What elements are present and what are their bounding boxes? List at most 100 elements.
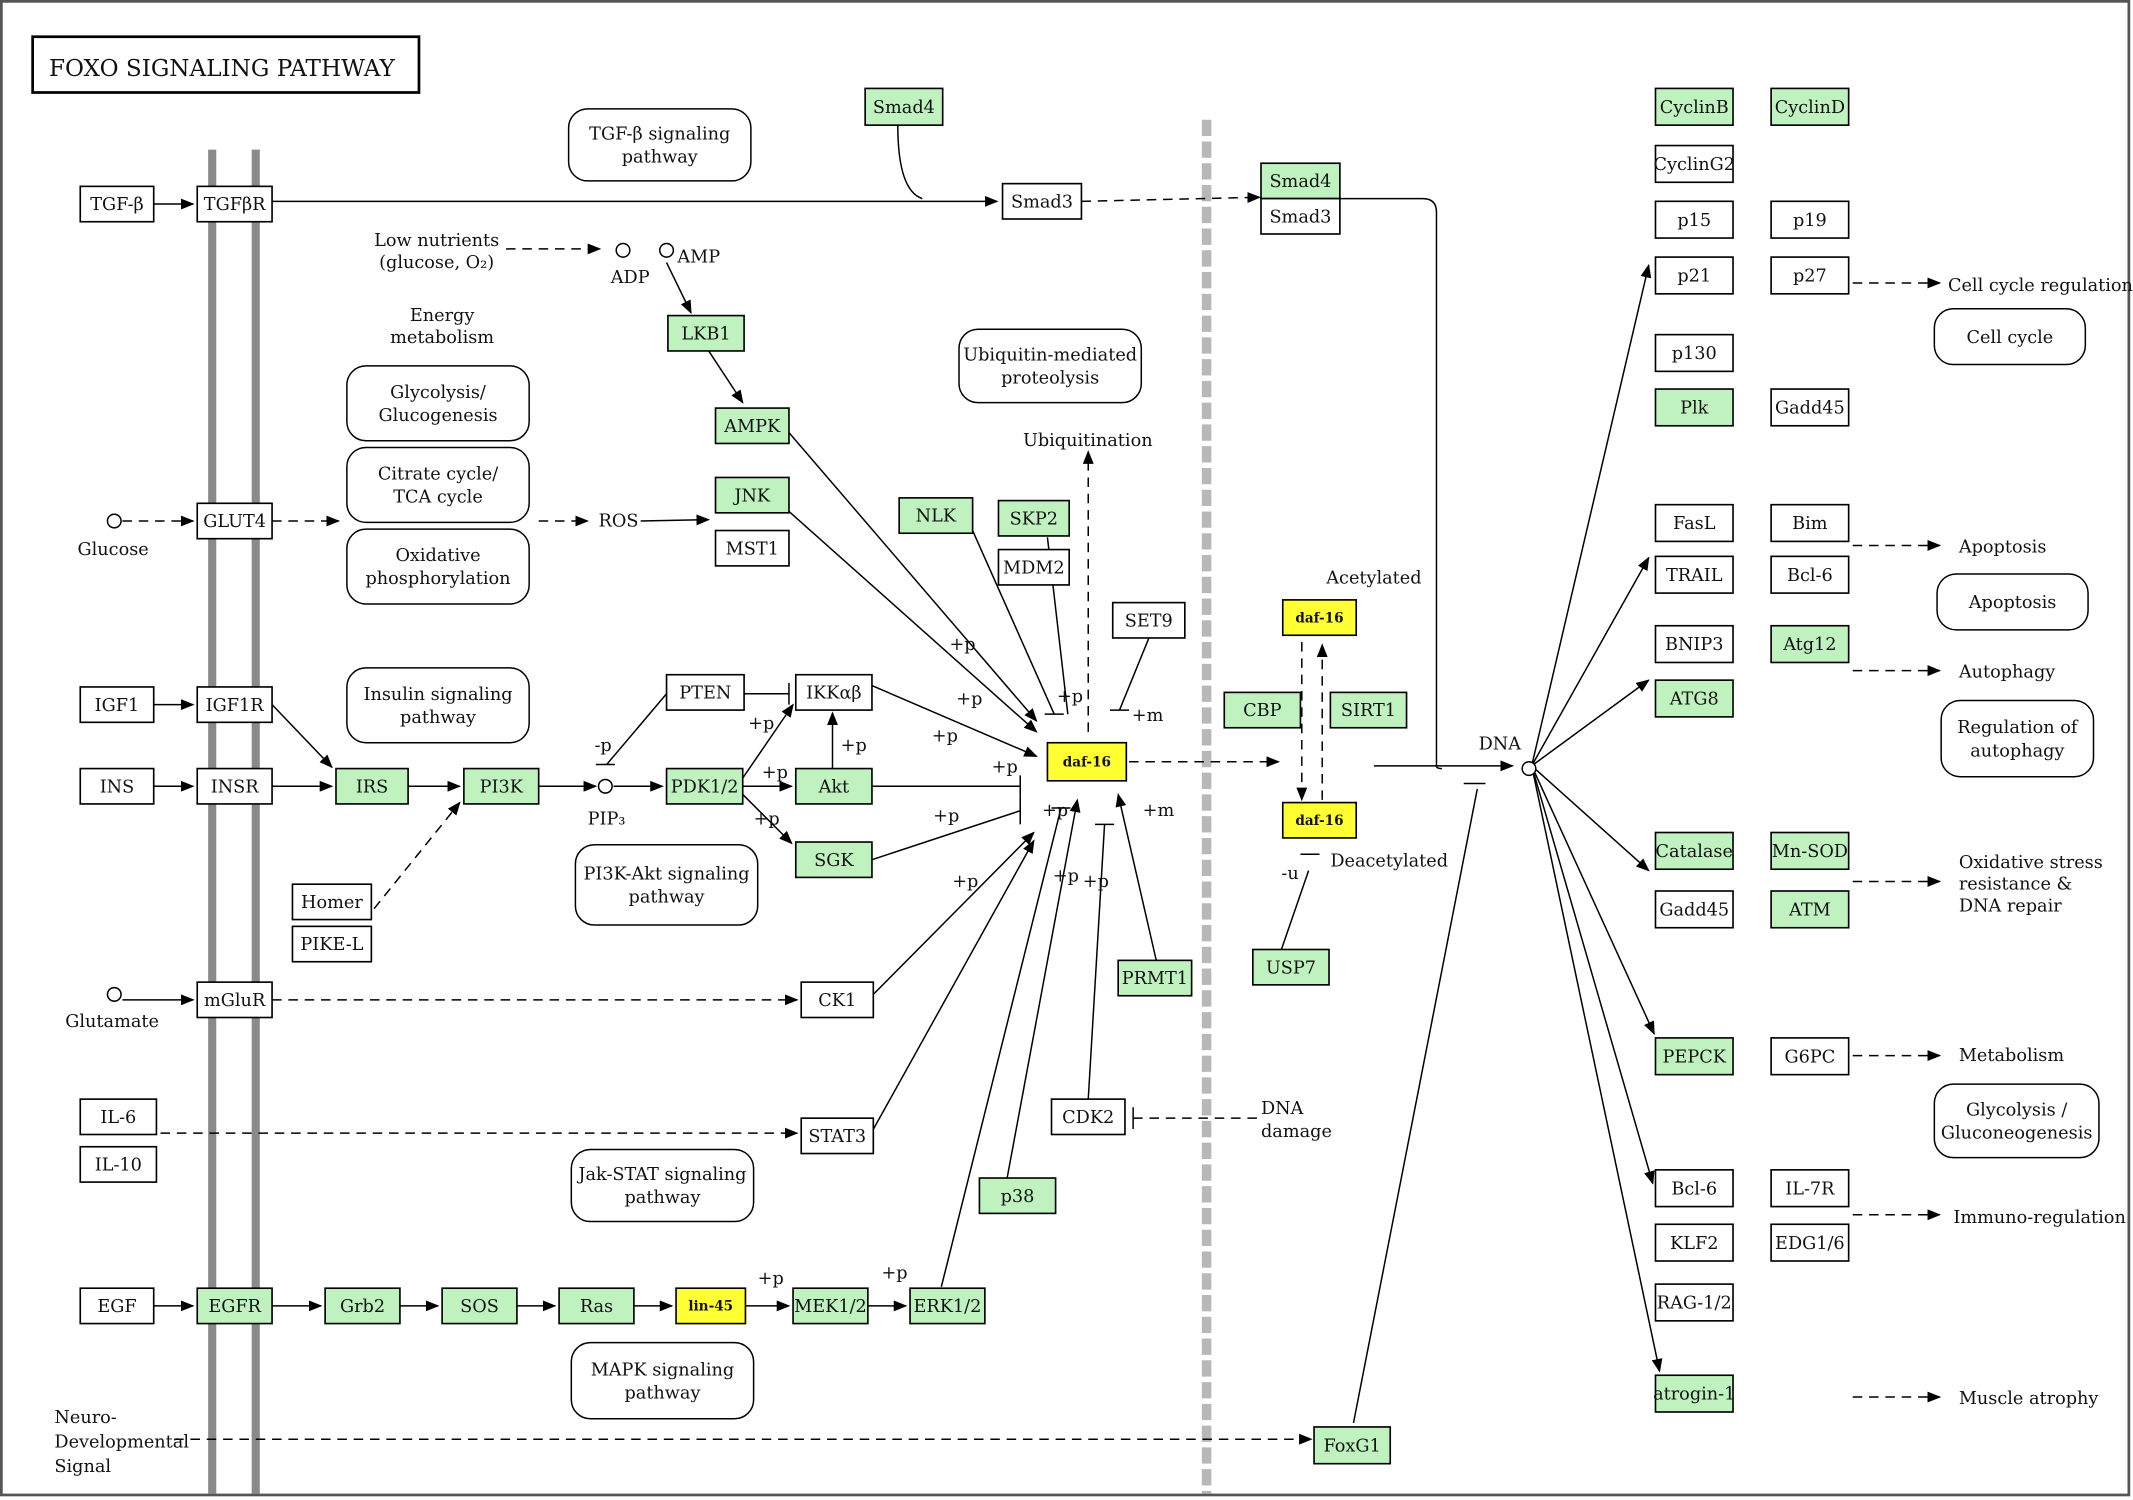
gene-node-nlk[interactable]: NLK [898,497,974,535]
gene-node-stat3[interactable]: STAT3 [800,1117,875,1155]
gene-node-jnk[interactable]: JNK [714,476,790,514]
gene-node-set9[interactable]: SET9 [1111,601,1186,639]
gene-node-gadd45-b[interactable]: Gadd45 [1654,890,1734,929]
gene-node-g6pc[interactable]: G6PC [1770,1037,1850,1076]
pathway-map-citrate[interactable]: Citrate cycle/TCA cycle [346,446,530,524]
pathway-map-label: Gluconeogenesis [1941,1124,2093,1144]
gene-node-pten[interactable]: PTEN [665,673,745,711]
gene-node-pdk12[interactable]: PDK1/2 [665,767,744,805]
gene-node-skp2[interactable]: SKP2 [997,499,1071,537]
gene-node-sgk[interactable]: SGK [794,841,873,879]
gene-node-daf16-center[interactable]: daf-16 [1046,741,1128,782]
gene-node-cdk2[interactable]: CDK2 [1050,1098,1126,1136]
gene-node-cycling2[interactable]: CyclinG2 [1654,144,1735,184]
gene-node-mnsod[interactable]: Mn-SOD [1770,831,1850,871]
gene-node-fasl[interactable]: FasL [1654,503,1734,543]
gene-node-prmt1[interactable]: PRMT1 [1117,959,1193,997]
gene-node-p130[interactable]: p130 [1654,333,1734,373]
pathway-map-glyco2[interactable]: Glycolysis /Gluconeogenesis [1933,1083,2100,1159]
gene-node-egfr[interactable]: EGFR [196,1287,273,1325]
gene-node-smad4-top[interactable]: Smad4 [864,87,944,126]
gene-node-usp7[interactable]: USP7 [1252,948,1330,986]
gene-node-grb2[interactable]: Grb2 [324,1287,401,1325]
gene-node-atm[interactable]: ATM [1770,890,1850,929]
gene-node-cyclind[interactable]: CyclinD [1770,87,1850,126]
gene-node-p27[interactable]: p27 [1770,256,1850,295]
gene-node-homer[interactable]: Homer [291,883,373,921]
gene-node-daf16-deacet[interactable]: daf-16 [1281,801,1358,839]
gene-node-pikel[interactable]: PIKE-L [291,925,373,963]
gene-node-daf16-acet[interactable]: daf-16 [1281,599,1358,637]
plus-p-label: +p [762,763,788,783]
gene-node-smad3-mid[interactable]: Smad3 [1001,182,1083,220]
gene-node-edg16[interactable]: EDG1/6 [1770,1223,1850,1262]
pathway-map-apoptosis[interactable]: Apoptosis [1936,573,2089,631]
gene-node-foxg1[interactable]: FoxG1 [1313,1426,1392,1465]
gene-node-lkb1[interactable]: LKB1 [667,314,745,352]
gene-node-igf1r[interactable]: IGF1R [196,686,273,724]
gene-node-il10[interactable]: IL-10 [79,1145,158,1183]
gene-node-igf1[interactable]: IGF1 [79,686,155,724]
gene-node-mdm2[interactable]: MDM2 [997,548,1071,586]
gene-node-plk[interactable]: Plk [1654,388,1734,427]
gene-node-gadd45-a[interactable]: Gadd45 [1770,388,1850,427]
gene-node-mst1[interactable]: MST1 [714,529,790,567]
gene-node-atrogin1[interactable]: atrogin-1 [1653,1374,1735,1413]
pathway-map-cellcycle[interactable]: Cell cycle [1933,308,2087,366]
gene-node-mek12[interactable]: MEK1/2 [792,1287,869,1325]
gene-node-bcl6-a[interactable]: Bcl-6 [1770,555,1850,594]
gene-node-catalase[interactable]: Catalase [1654,831,1734,871]
gene-node-bcl6-b[interactable]: Bcl-6 [1654,1169,1734,1208]
gene-node-label: IRS [356,777,388,797]
gene-node-p38[interactable]: p38 [978,1177,1057,1215]
gene-node-box [1329,691,1408,729]
gene-node-smad3-right[interactable]: Smad3 [1260,197,1341,235]
gene-node-ampk[interactable]: AMPK [714,407,790,445]
gene-node-irs[interactable]: IRS [335,767,409,805]
gene-node-il7r[interactable]: IL-7R [1770,1169,1850,1208]
gene-node-smad4-right[interactable]: Smad4 [1260,162,1341,200]
gene-node-trail[interactable]: TRAIL [1654,555,1734,594]
gene-node-egf[interactable]: EGF [79,1287,155,1325]
gene-node-rag12[interactable]: RAG-1/2 [1654,1283,1734,1322]
gene-node-ras[interactable]: Ras [558,1287,635,1325]
gene-node-glut4[interactable]: GLUT4 [196,502,273,540]
gene-node-ins[interactable]: INS [79,767,155,805]
gene-node-sirt1[interactable]: SIRT1 [1329,691,1408,729]
gene-node-pi3k[interactable]: PI3K [463,767,540,805]
gene-node-klf2[interactable]: KLF2 [1654,1223,1734,1262]
pathway-map-glyco1[interactable]: Glycolysis/Glucogenesis [346,365,530,442]
gene-node-atg12[interactable]: Atg12 [1770,624,1850,664]
gene-node-box [1654,503,1734,543]
gene-node-akt[interactable]: Akt [794,767,873,805]
gene-node-pepck[interactable]: PEPCK [1654,1037,1734,1076]
gene-node-lin45[interactable]: lin-45 [675,1287,747,1325]
cell-membrane [208,149,260,1494]
gene-node-tgfbr[interactable]: TGFβR [196,185,273,223]
gene-node-cyclinb[interactable]: CyclinB [1654,87,1734,126]
gene-node-p19[interactable]: p19 [1770,200,1850,239]
gene-node-p21[interactable]: p21 [1654,256,1734,295]
gene-node-cbp[interactable]: CBP [1223,691,1302,729]
gene-node-sos[interactable]: SOS [441,1287,518,1325]
gene-node-insr[interactable]: INSR [196,767,273,805]
gene-node-mglur[interactable]: mGluR [196,981,273,1019]
gene-node-atg8[interactable]: ATG8 [1654,679,1734,718]
gene-node-p15[interactable]: p15 [1654,200,1734,239]
gene-node-ck1[interactable]: CK1 [800,981,875,1019]
gene-node-ikk[interactable]: IKKαβ [794,673,873,711]
gene-node-erk12[interactable]: ERK1/2 [909,1287,986,1325]
gene-node-bim[interactable]: Bim [1770,503,1850,543]
gene-node-bnip3[interactable]: BNIP3 [1654,624,1734,664]
gene-node-tgfb[interactable]: TGF-β [79,185,155,223]
gene-node-il6[interactable]: IL-6 [79,1098,158,1136]
gene-node-box [324,1287,401,1325]
